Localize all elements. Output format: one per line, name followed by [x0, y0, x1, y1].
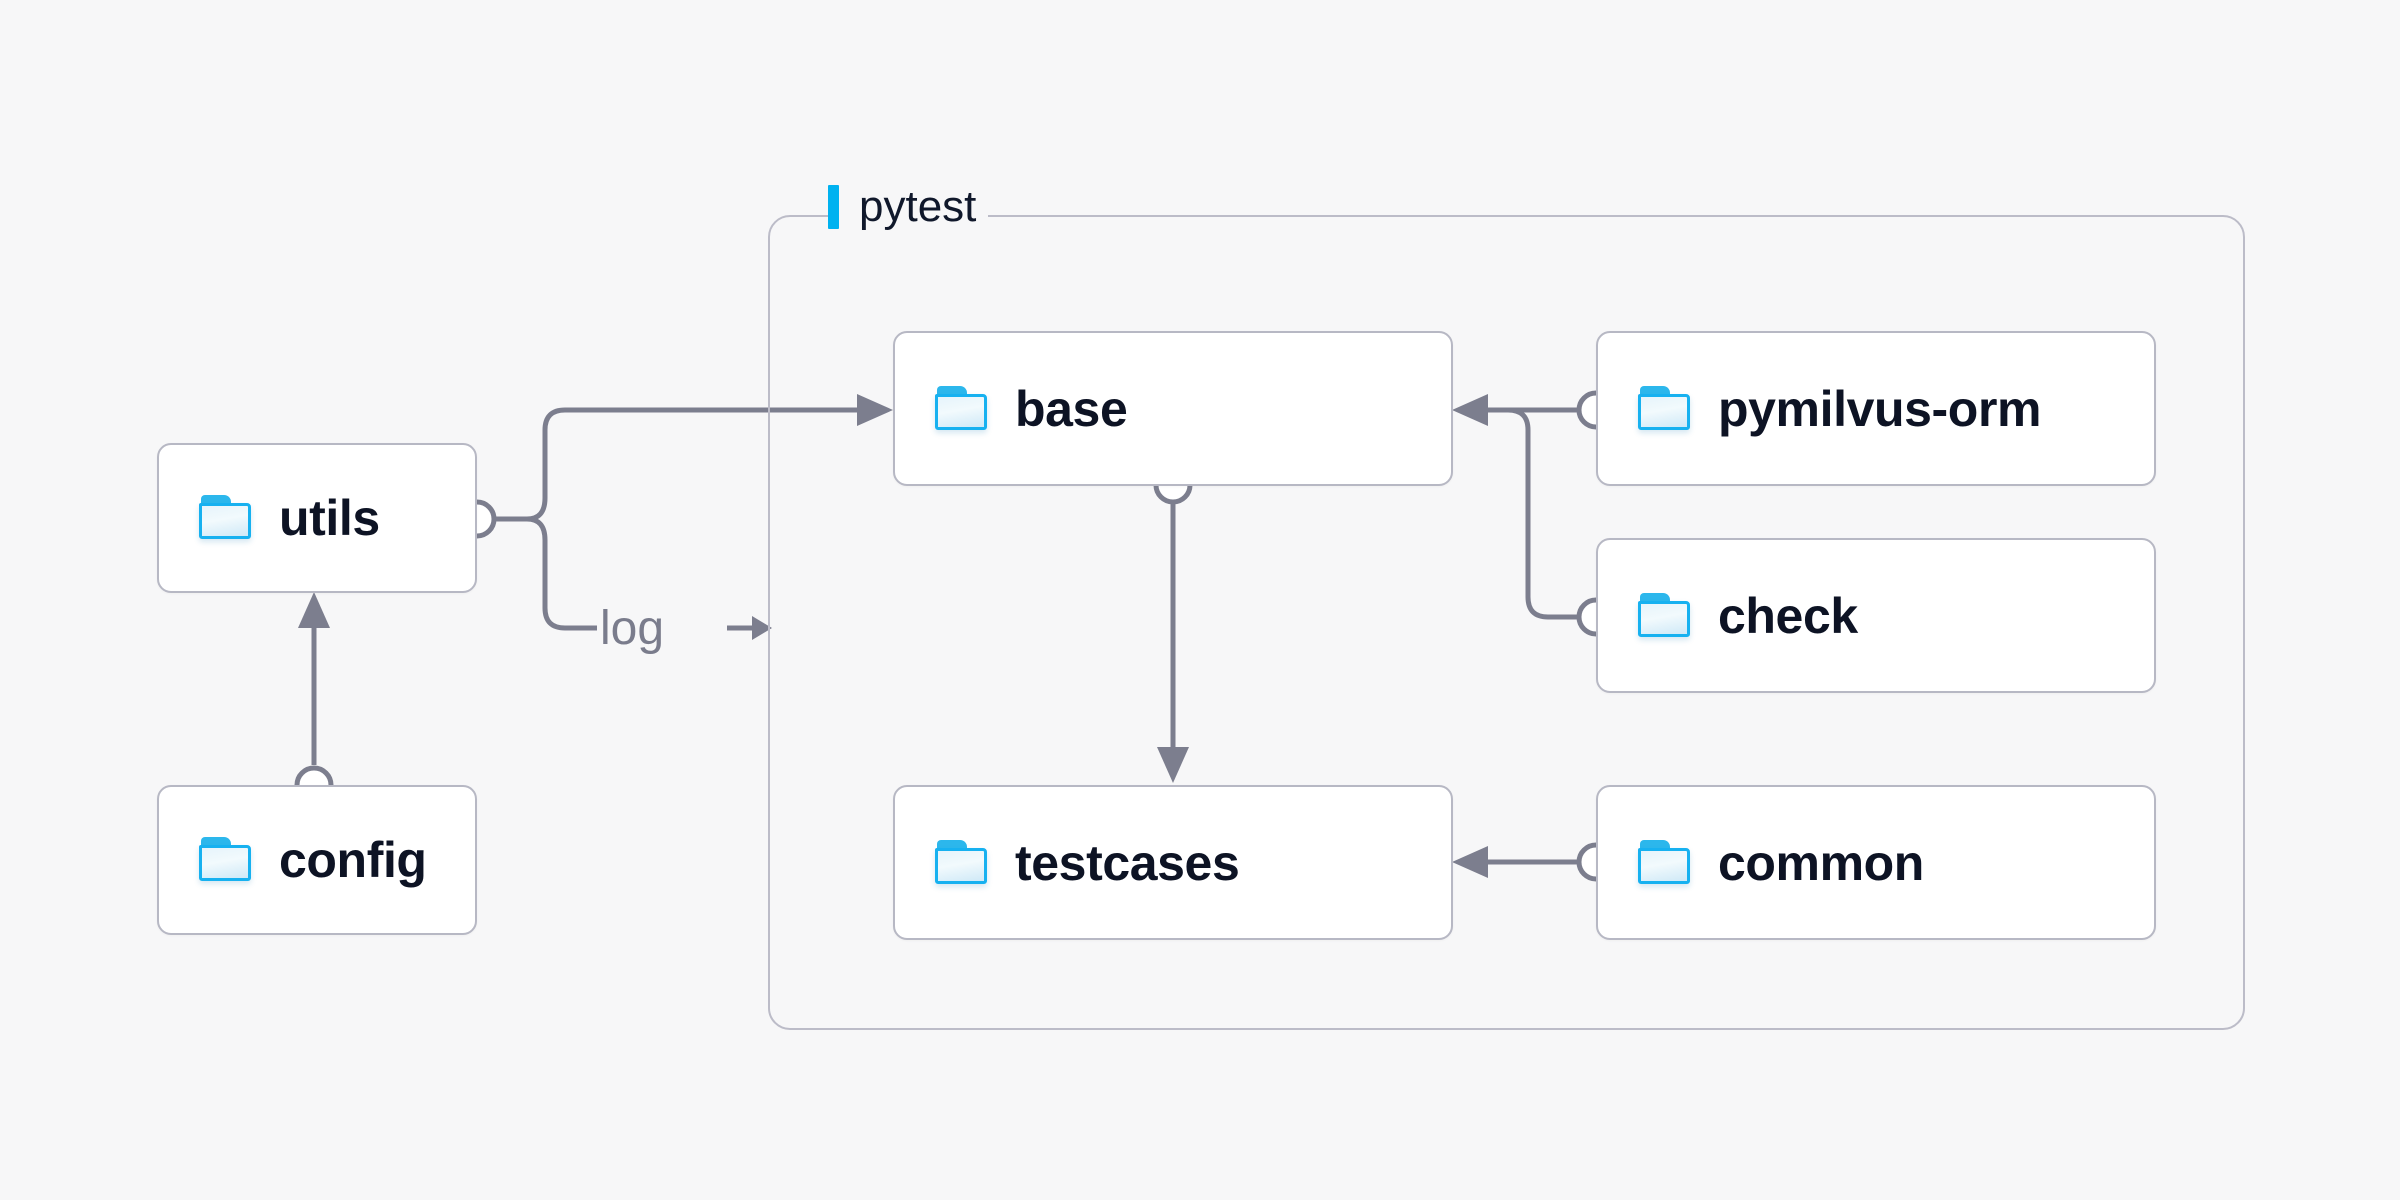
node-label: config: [279, 832, 427, 888]
folder-icon: [199, 495, 253, 541]
edge-label-log: log: [600, 602, 665, 655]
node-label: base: [1015, 380, 1128, 437]
node-label: testcases: [1015, 834, 1240, 891]
group-label-pytest: pytest: [828, 182, 989, 232]
node-config[interactable]: config: [157, 785, 477, 935]
node-label: common: [1718, 834, 1924, 891]
folder-icon: [1638, 839, 1692, 886]
node-testcases[interactable]: testcases: [893, 785, 1453, 940]
folder-icon: [1638, 592, 1692, 639]
folder-icon: [199, 837, 253, 883]
group-accent-bar: [828, 185, 839, 229]
edge-config-to-utils: [294, 592, 334, 805]
group-label-text: pytest: [859, 182, 977, 231]
node-pymilvus-orm[interactable]: pymilvus-orm: [1596, 331, 2156, 486]
folder-icon: [935, 839, 989, 886]
edge-label-log-arrow: [727, 616, 772, 640]
folder-icon: [1638, 385, 1692, 432]
node-label: check: [1718, 587, 1858, 644]
node-base[interactable]: base: [893, 331, 1453, 486]
node-label: pymilvus-orm: [1718, 380, 2042, 437]
folder-icon: [935, 385, 989, 432]
node-common[interactable]: common: [1596, 785, 2156, 940]
node-label: utils: [279, 490, 380, 546]
node-check[interactable]: check: [1596, 538, 2156, 693]
node-utils[interactable]: utils: [157, 443, 477, 593]
